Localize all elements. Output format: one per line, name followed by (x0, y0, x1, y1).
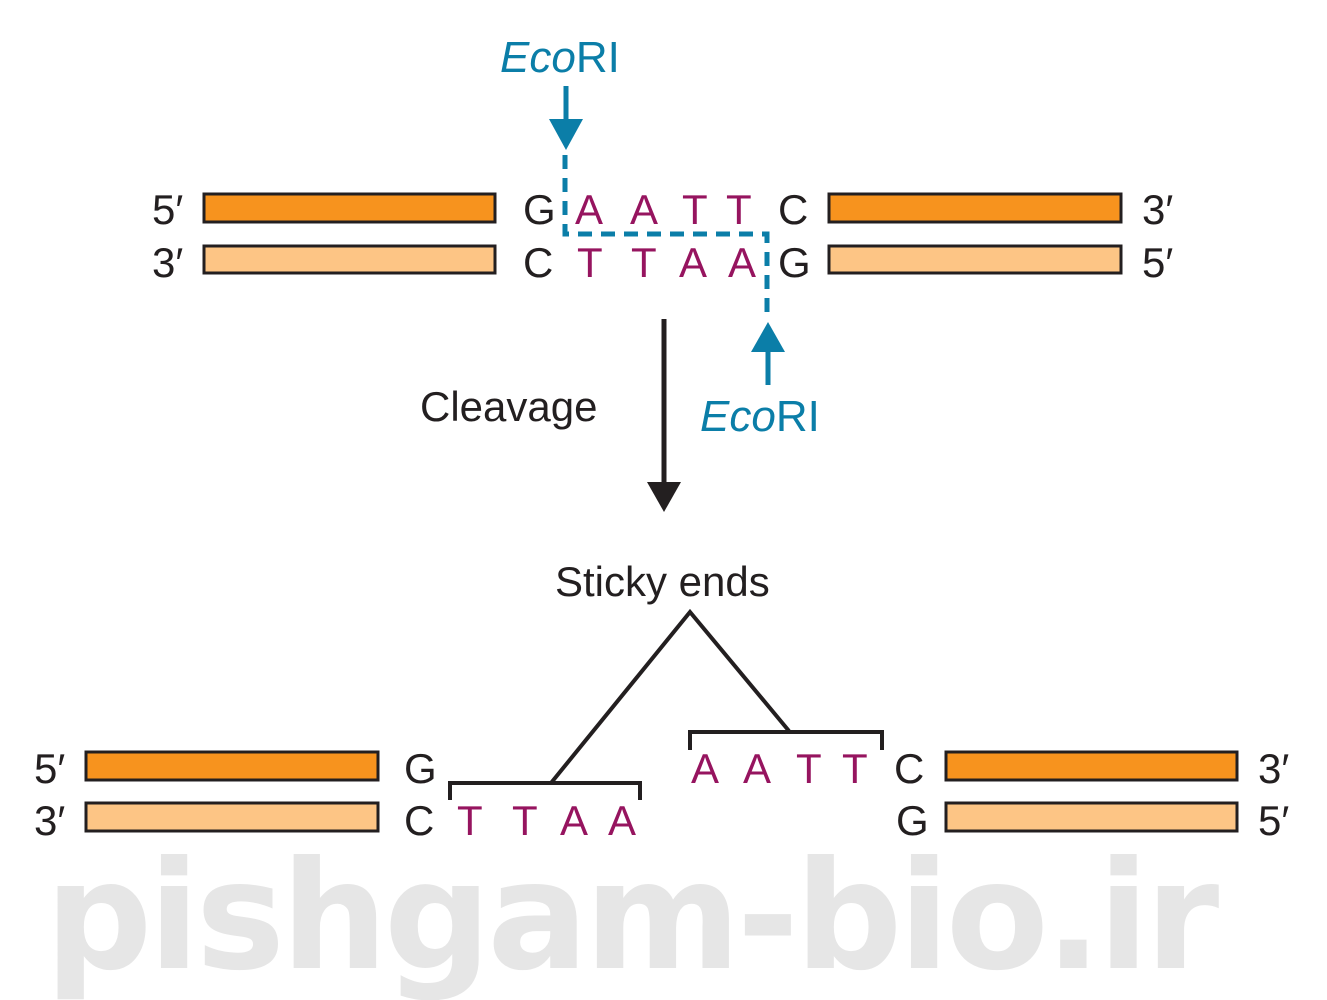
left-fragment-top-strand (84, 750, 380, 782)
left-fragment-bottom-base: C (404, 797, 434, 844)
flank-base-right-bottom: G (778, 239, 811, 286)
enzyme-label-top-roman: RI (576, 33, 620, 82)
left-overhang-base: T (457, 797, 483, 844)
site-base-bottom: A (728, 239, 756, 286)
right-fragment-top-base: C (894, 745, 924, 792)
sticky-ends-pointer (549, 608, 791, 785)
watermark: pishgam-bio.ir (45, 830, 1219, 1000)
right-overhang-base: A (691, 745, 719, 792)
cleavage-arrow-icon (647, 319, 681, 512)
enzyme-label-bottom-italic: Eco (700, 392, 776, 441)
left-fragment-top-end-label: 5′ (34, 745, 65, 792)
flank-base-left-top: G (523, 186, 556, 233)
sticky-ends-label: Sticky ends (555, 558, 770, 605)
right-overhang-bracket (688, 730, 884, 750)
left-fragment-bottom-end-label: 3′ (34, 797, 65, 844)
cleavage-label: Cleavage (420, 383, 597, 430)
right-fragment-bottom-end-label: 5′ (1258, 797, 1289, 844)
right-top-strand (827, 192, 1123, 224)
left-top-strand (202, 192, 497, 224)
right-fragment-bottom-strand (944, 801, 1239, 833)
left-bottom-end-label: 3′ (152, 239, 183, 286)
enzyme-label-top-italic: Eco (500, 33, 576, 82)
right-overhang-base: T (842, 745, 868, 792)
left-fragment-top-base: G (404, 745, 437, 792)
site-base-bottom: A (679, 239, 707, 286)
site-base-top: A (630, 186, 658, 233)
enzyme-label-bottom: EcoRI (700, 392, 820, 441)
site-base-top: A (575, 186, 603, 233)
enzyme-label-top: EcoRI (500, 33, 620, 82)
right-fragment-top-end-label: 3′ (1258, 745, 1289, 792)
right-fragment-top-strand (944, 750, 1239, 782)
left-top-end-label: 5′ (152, 186, 183, 233)
enzyme-label-bottom-roman: RI (776, 392, 820, 441)
right-overhang-base: T (796, 745, 822, 792)
right-bottom-end-label: 5′ (1142, 239, 1173, 286)
site-base-bottom: T (631, 239, 657, 286)
left-fragment-bottom-strand (84, 801, 380, 833)
enzyme-arrow-up-icon (751, 322, 785, 385)
left-overhang-base: A (560, 797, 588, 844)
site-base-top: T (726, 186, 752, 233)
left-bottom-strand (202, 244, 497, 275)
flank-base-left-bottom: C (523, 239, 553, 286)
right-fragment-bottom-base: G (896, 797, 929, 844)
enzyme-arrow-down-icon (549, 86, 583, 150)
right-bottom-strand (827, 244, 1123, 275)
left-overhang-bracket (448, 781, 642, 800)
right-overhang-base: A (743, 745, 771, 792)
left-overhang-base: A (608, 797, 636, 844)
cut-line-dashed (562, 155, 770, 312)
intact-dna: 5′ 3′ 3′ 5′ G C C G A A T T T T A A EcoR… (152, 33, 1173, 441)
cleavage-step: Cleavage (420, 319, 681, 512)
left-overhang-base: T (512, 797, 538, 844)
right-top-end-label: 3′ (1142, 186, 1173, 233)
site-base-bottom: T (577, 239, 603, 286)
site-base-top: T (682, 186, 708, 233)
flank-base-right-top: C (778, 186, 808, 233)
cleaved-dna: Sticky ends 5′ 3′ G C T T A A 3′ 5′ C G … (34, 558, 1289, 844)
